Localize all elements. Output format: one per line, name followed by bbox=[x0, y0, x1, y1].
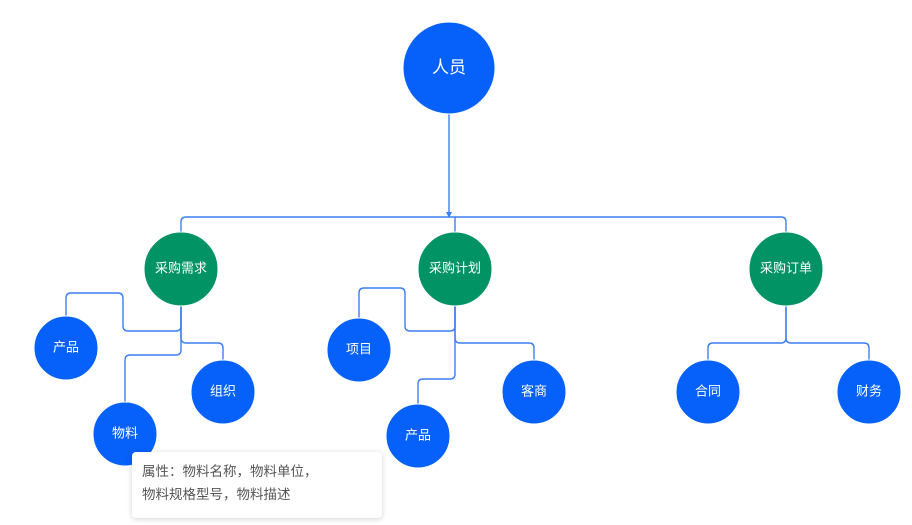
node-circle[interactable] bbox=[836, 359, 902, 425]
node-circle[interactable] bbox=[143, 231, 219, 307]
node-label: 项目 bbox=[346, 343, 372, 358]
node-circle[interactable] bbox=[33, 315, 99, 381]
node-label: 采购需求 bbox=[155, 261, 207, 277]
node-finance[interactable]: 财务 bbox=[836, 359, 902, 425]
node-procurement-plan[interactable]: 采购计划 bbox=[417, 231, 493, 307]
node-circle[interactable] bbox=[326, 317, 392, 383]
edge-demand-product bbox=[65, 292, 182, 332]
node-circle[interactable] bbox=[675, 359, 741, 425]
node-circle[interactable] bbox=[402, 21, 496, 115]
node-circle[interactable] bbox=[385, 403, 451, 469]
nodes: 人员采购需求采购计划采购订单产品物料组织项目产品客商合同财务 bbox=[33, 21, 902, 469]
node-label: 财务 bbox=[856, 384, 882, 400]
node-circle[interactable] bbox=[501, 359, 567, 425]
node-product-1[interactable]: 产品 bbox=[33, 315, 99, 381]
edge-demand-organization bbox=[180, 306, 224, 360]
edge-bus bbox=[180, 216, 787, 232]
node-circle[interactable] bbox=[748, 231, 824, 307]
node-label: 采购计划 bbox=[429, 261, 481, 277]
node-root[interactable]: 人员 bbox=[402, 21, 496, 115]
edge-order-contract bbox=[707, 306, 787, 360]
node-purchase-order[interactable]: 采购订单 bbox=[748, 231, 824, 307]
node-circle[interactable] bbox=[92, 401, 158, 467]
node-label: 产品 bbox=[405, 429, 431, 444]
node-product-2[interactable]: 产品 bbox=[385, 403, 451, 469]
node-label: 人员 bbox=[432, 58, 466, 78]
node-label: 物料 bbox=[112, 427, 138, 442]
edge-order-finance bbox=[785, 306, 870, 360]
bus-junction-marker bbox=[446, 212, 452, 218]
node-circle[interactable] bbox=[190, 359, 256, 425]
node-label: 产品 bbox=[53, 341, 79, 356]
node-project[interactable]: 项目 bbox=[326, 317, 392, 383]
node-contract[interactable]: 合同 bbox=[675, 359, 741, 425]
node-supplier[interactable]: 客商 bbox=[501, 359, 567, 425]
node-organization[interactable]: 组织 bbox=[190, 359, 256, 425]
edge-demand-material bbox=[124, 306, 182, 402]
node-label: 客商 bbox=[521, 384, 547, 400]
edge-plan-product bbox=[417, 306, 456, 404]
tooltip-line-1: 属性：物料名称，物料单位， bbox=[142, 464, 318, 480]
edges bbox=[65, 114, 870, 404]
node-label: 采购订单 bbox=[760, 261, 812, 277]
node-material[interactable]: 物料 bbox=[92, 401, 158, 467]
node-label: 合同 bbox=[695, 385, 721, 400]
tooltip-line-2: 物料规格型号，物料描述 bbox=[142, 487, 291, 503]
edge-plan-supplier bbox=[454, 306, 535, 360]
material-attributes-tooltip: 属性：物料名称，物料单位， 物料规格型号，物料描述 bbox=[132, 452, 382, 518]
edge-plan-project bbox=[358, 287, 456, 332]
node-circle[interactable] bbox=[417, 231, 493, 307]
node-label: 组织 bbox=[210, 385, 236, 400]
node-procurement-demand[interactable]: 采购需求 bbox=[143, 231, 219, 307]
